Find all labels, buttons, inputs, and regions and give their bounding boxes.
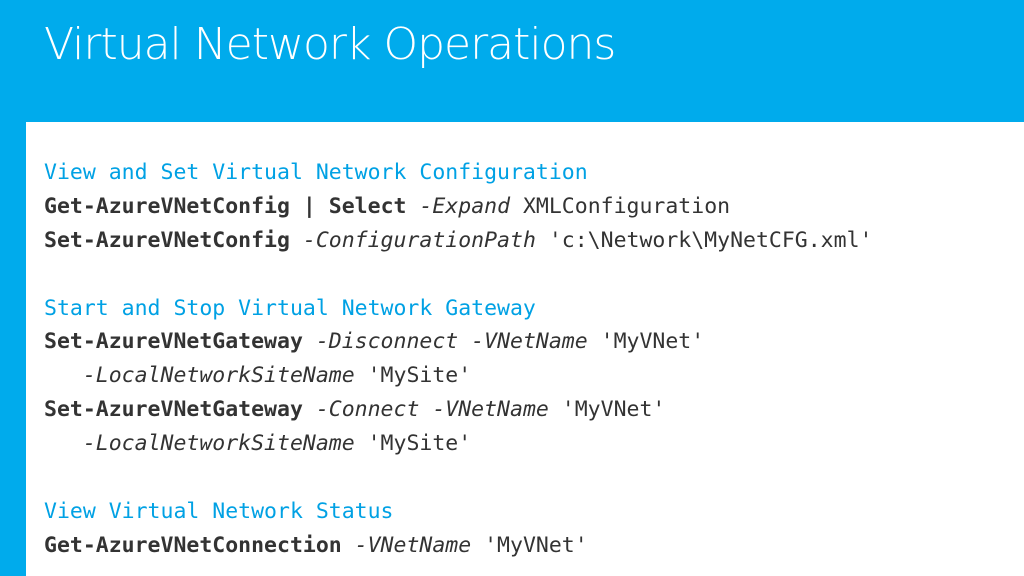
indent [44, 363, 83, 388]
section-heading-status: View Virtual Network Status [44, 498, 394, 524]
code-line-connect-gateway: Set-AzureVNetGateway -Connect -VNetName … [44, 393, 1014, 427]
code-block: View and Set Virtual Network Configurati… [44, 156, 1014, 563]
cmdlet-name: Set-AzureVNetGateway [44, 329, 303, 355]
parameter-value: 'MySite' [354, 431, 472, 457]
parameter-value: 'MyVNet' [548, 397, 666, 423]
code-line-connect-site: -LocalNetworkSiteName 'MySite' [44, 427, 1014, 461]
code-line-disconnect-site: -LocalNetworkSiteName 'MySite' [44, 359, 1014, 393]
code-line-get-vnet-config: Get-AzureVNetConfig | Select -Expand XML… [44, 190, 1014, 224]
accent-strip [0, 122, 26, 576]
parameter-name: -Disconnect [302, 329, 459, 355]
cmdlet-name: Set-AzureVNetGateway [44, 397, 303, 423]
blank-line [44, 258, 1014, 292]
parameter-name: -LocalNetworkSiteName [82, 363, 355, 389]
cmdlet-name: Get-AzureVNetConfig [44, 193, 290, 219]
parameter-value: XMLConfiguration [510, 193, 731, 219]
cmdlet-name: Select [328, 193, 407, 219]
section-heading-config: View and Set Virtual Network Configurati… [44, 160, 588, 185]
section-heading-gateway: Start and Stop Virtual Network Gateway [44, 295, 536, 321]
indent [44, 431, 83, 456]
parameter-value: 'MyVNet' [471, 532, 588, 558]
parameter-name: -VNetName [341, 532, 472, 558]
code-line-get-connection: Get-AzureVNetConnection -VNetName 'MyVNe… [44, 529, 1014, 563]
slide-title: Virtual Network Operations [44, 19, 616, 70]
pipe-operator: | [289, 193, 329, 219]
parameter-value: 'MySite' [354, 363, 472, 389]
parameter-name: -LocalNetworkSiteName [82, 431, 355, 457]
parameter-name: -Connect [302, 397, 420, 423]
parameter-name: -Expand [406, 193, 511, 219]
parameter-name: -VNetName [419, 397, 549, 423]
blank-line [44, 461, 1014, 495]
parameter-value: 'MyVNet' [587, 329, 705, 355]
cmdlet-name: Get-AzureVNetConnection [44, 532, 342, 558]
parameter-name: -VNetName [458, 329, 588, 355]
cmdlet-name: Set-AzureVNetConfig [44, 227, 290, 253]
parameter-value: 'c:\Network\MyNetCFG.xml' [535, 227, 873, 253]
code-line-disconnect-gateway: Set-AzureVNetGateway -Disconnect -VNetNa… [44, 325, 1014, 359]
code-line-set-vnet-config: Set-AzureVNetConfig -ConfigurationPath '… [44, 224, 1014, 258]
title-bar: Virtual Network Operations [0, 0, 1024, 122]
parameter-name: -ConfigurationPath [289, 227, 536, 253]
